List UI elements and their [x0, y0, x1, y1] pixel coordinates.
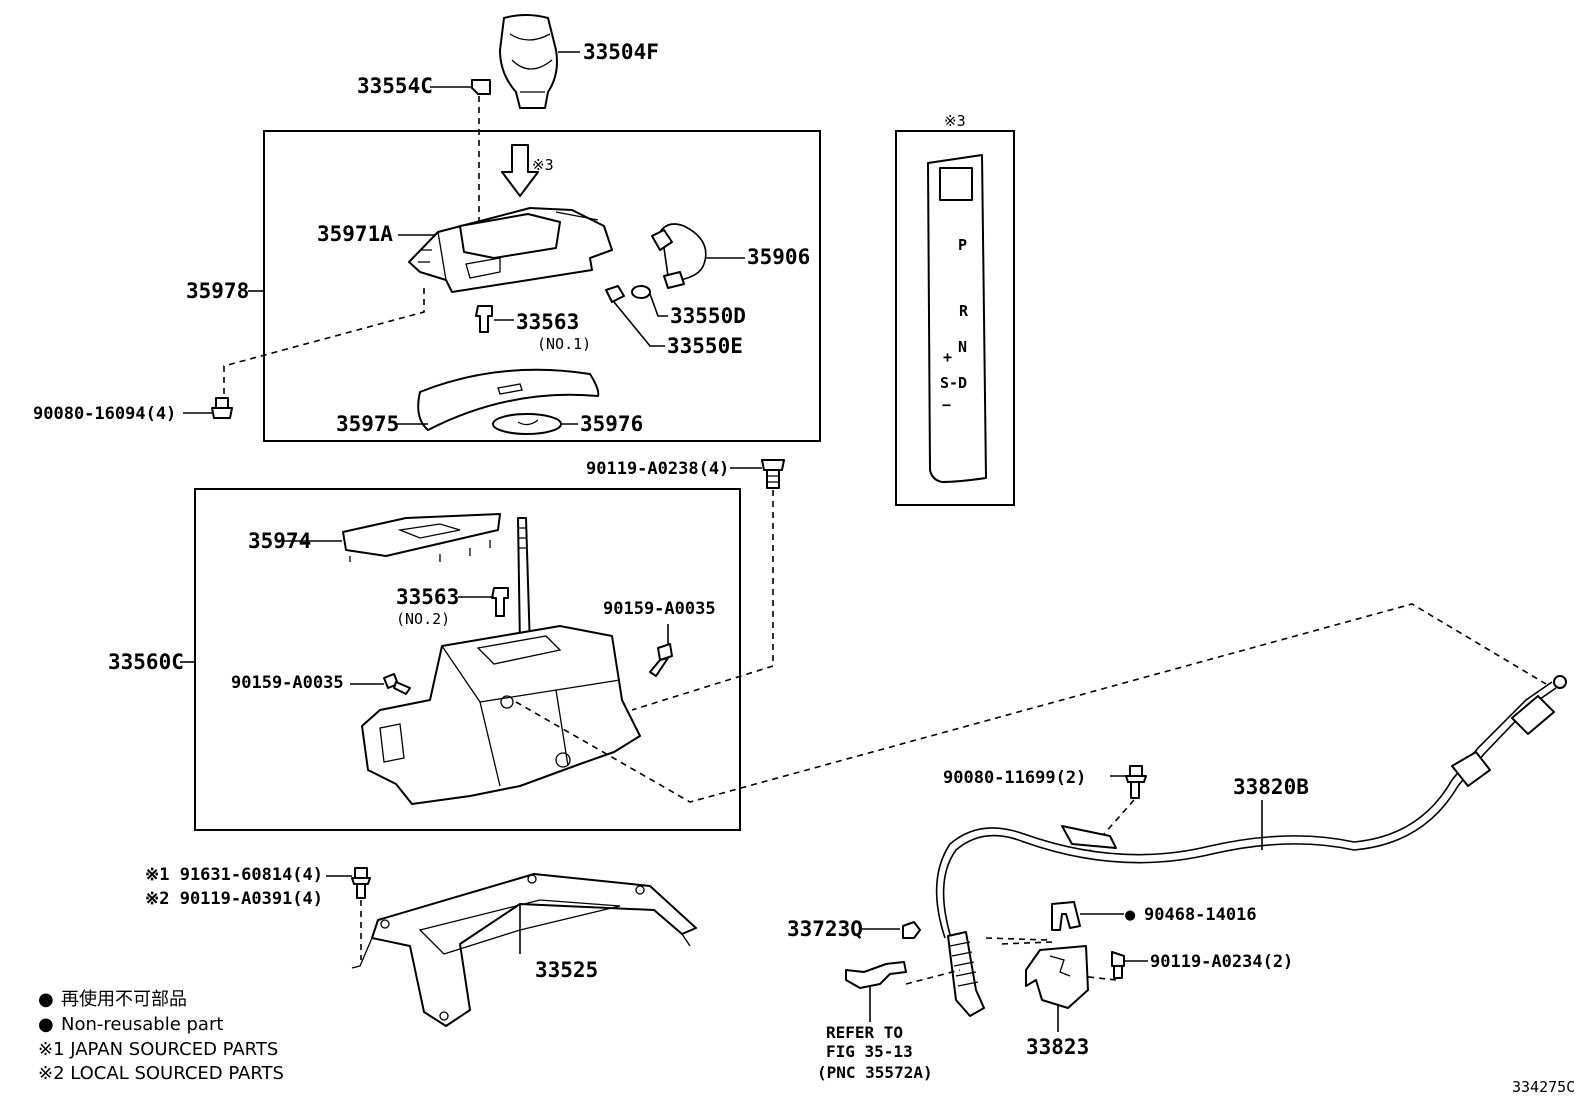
- label-bracket: 33525: [535, 958, 598, 982]
- label-figure-id: 334275C: [1512, 1078, 1575, 1096]
- indicator-group-box: [263, 130, 821, 442]
- gate-sd: S-D: [940, 374, 967, 392]
- label-view-ref: ※3: [532, 156, 554, 174]
- label-dust-cover: 35976: [580, 412, 643, 436]
- label-retainer-bolt: 90119-A0234(2): [1150, 952, 1293, 972]
- bolt-front-part: [211, 397, 233, 419]
- gate-p: P: [958, 236, 967, 254]
- label-bracket-bolt-1: ※1 91631-60814(4): [145, 865, 323, 885]
- label-cable-clip: 90468-14016: [1144, 905, 1257, 925]
- cable-clip-part: [1051, 901, 1081, 931]
- view-arrow-icon: [501, 144, 539, 197]
- label-bulb-socket: 33550E: [667, 334, 743, 358]
- label-shift-knob: 33504F: [583, 40, 659, 64]
- refer-bracket-part: [845, 961, 907, 989]
- legend-symbol-1: ●: [38, 989, 54, 1010]
- label-cable-clip-symbol: ●: [1125, 905, 1136, 925]
- label-knob-clip: 33554C: [357, 74, 433, 98]
- slide-cover-part: [417, 368, 600, 431]
- bracket-bolt-part: [351, 867, 371, 899]
- label-indicator-assy: 35978: [186, 279, 249, 303]
- dust-cover-part: [492, 413, 562, 435]
- cable-nut-part: [902, 921, 921, 939]
- inset-box: [895, 130, 1015, 506]
- gate-minus: −: [942, 396, 951, 414]
- indicator-housing-part: [408, 207, 613, 293]
- clip-no1-part: [475, 305, 493, 333]
- cable-bolt-part: [1125, 765, 1147, 799]
- bulb-socket-part: [605, 285, 625, 303]
- label-refer-line3: (PNC 35572A): [817, 1063, 933, 1082]
- legend: ● 再使用不可部品 ● Non-reusable part ※1 JAPAN S…: [38, 989, 284, 1084]
- label-bolt-front: 90080-16094(4): [33, 404, 176, 424]
- label-indicator-housing: 35971A: [317, 222, 393, 246]
- gate-n: N: [958, 338, 967, 356]
- legend-symbol-2: ●: [38, 1014, 54, 1035]
- label-clip-no1: 33563: [516, 310, 579, 334]
- inset-title: ※3: [944, 112, 966, 130]
- gate-r: R: [959, 302, 969, 320]
- knob-clip-part: [471, 79, 491, 95]
- legend-text-1: 再使用不可部品: [61, 989, 187, 1010]
- bracket-part: [351, 873, 697, 1027]
- bolt-lever-part: [761, 459, 785, 489]
- wire-harness-part: [651, 223, 707, 289]
- label-bulb: 33550D: [670, 304, 746, 328]
- screw-left-part: [383, 673, 411, 695]
- legend-text-3: ※1 JAPAN SOURCED PARTS: [38, 1039, 278, 1060]
- label-refer-line2: FIG 35-13: [826, 1042, 913, 1061]
- label-cable-bolt: 90080-11699(2): [943, 768, 1086, 788]
- label-screw-left: 90159-A0035: [231, 673, 344, 693]
- label-bracket-bolt-2: ※2 90119-A0391(4): [145, 889, 323, 909]
- label-cable-nut: 33723Q: [787, 917, 863, 941]
- clip-no2-part: [491, 587, 509, 617]
- label-cable: 33820B: [1233, 775, 1309, 799]
- label-clip-no1-note: (NO.1): [537, 335, 591, 353]
- label-bolt-lever: 90119-A0238(4): [586, 459, 729, 479]
- label-slide-cover: 35975: [336, 412, 399, 436]
- shift-knob-part: [499, 14, 558, 109]
- lever-group-box: [194, 488, 741, 831]
- label-lever-assy: 33560C: [108, 650, 184, 674]
- gate-plus: +: [943, 348, 952, 366]
- plate-part: [342, 513, 501, 562]
- label-clip-no2: 33563: [396, 585, 459, 609]
- label-clip-no2-note: (NO.2): [396, 610, 450, 628]
- legend-text-2: Non-reusable part: [61, 1014, 223, 1035]
- label-plate: 35974: [248, 529, 311, 553]
- legend-text-4: ※2 LOCAL SOURCED PARTS: [38, 1063, 284, 1084]
- retainer-bolt-part: [1111, 951, 1125, 979]
- label-retainer: 33823: [1026, 1035, 1089, 1059]
- label-screw-right: 90159-A0035: [603, 599, 716, 619]
- label-refer-line1: REFER TO: [826, 1023, 903, 1042]
- retainer-part: [1025, 945, 1089, 1009]
- screw-right-part: [649, 643, 673, 677]
- shift-gate-inset: [927, 154, 987, 483]
- label-wire-harness: 35906: [747, 245, 810, 269]
- cable-part: [935, 675, 1567, 1017]
- bulb-part: [631, 285, 651, 299]
- lever-assy-part: [361, 517, 641, 805]
